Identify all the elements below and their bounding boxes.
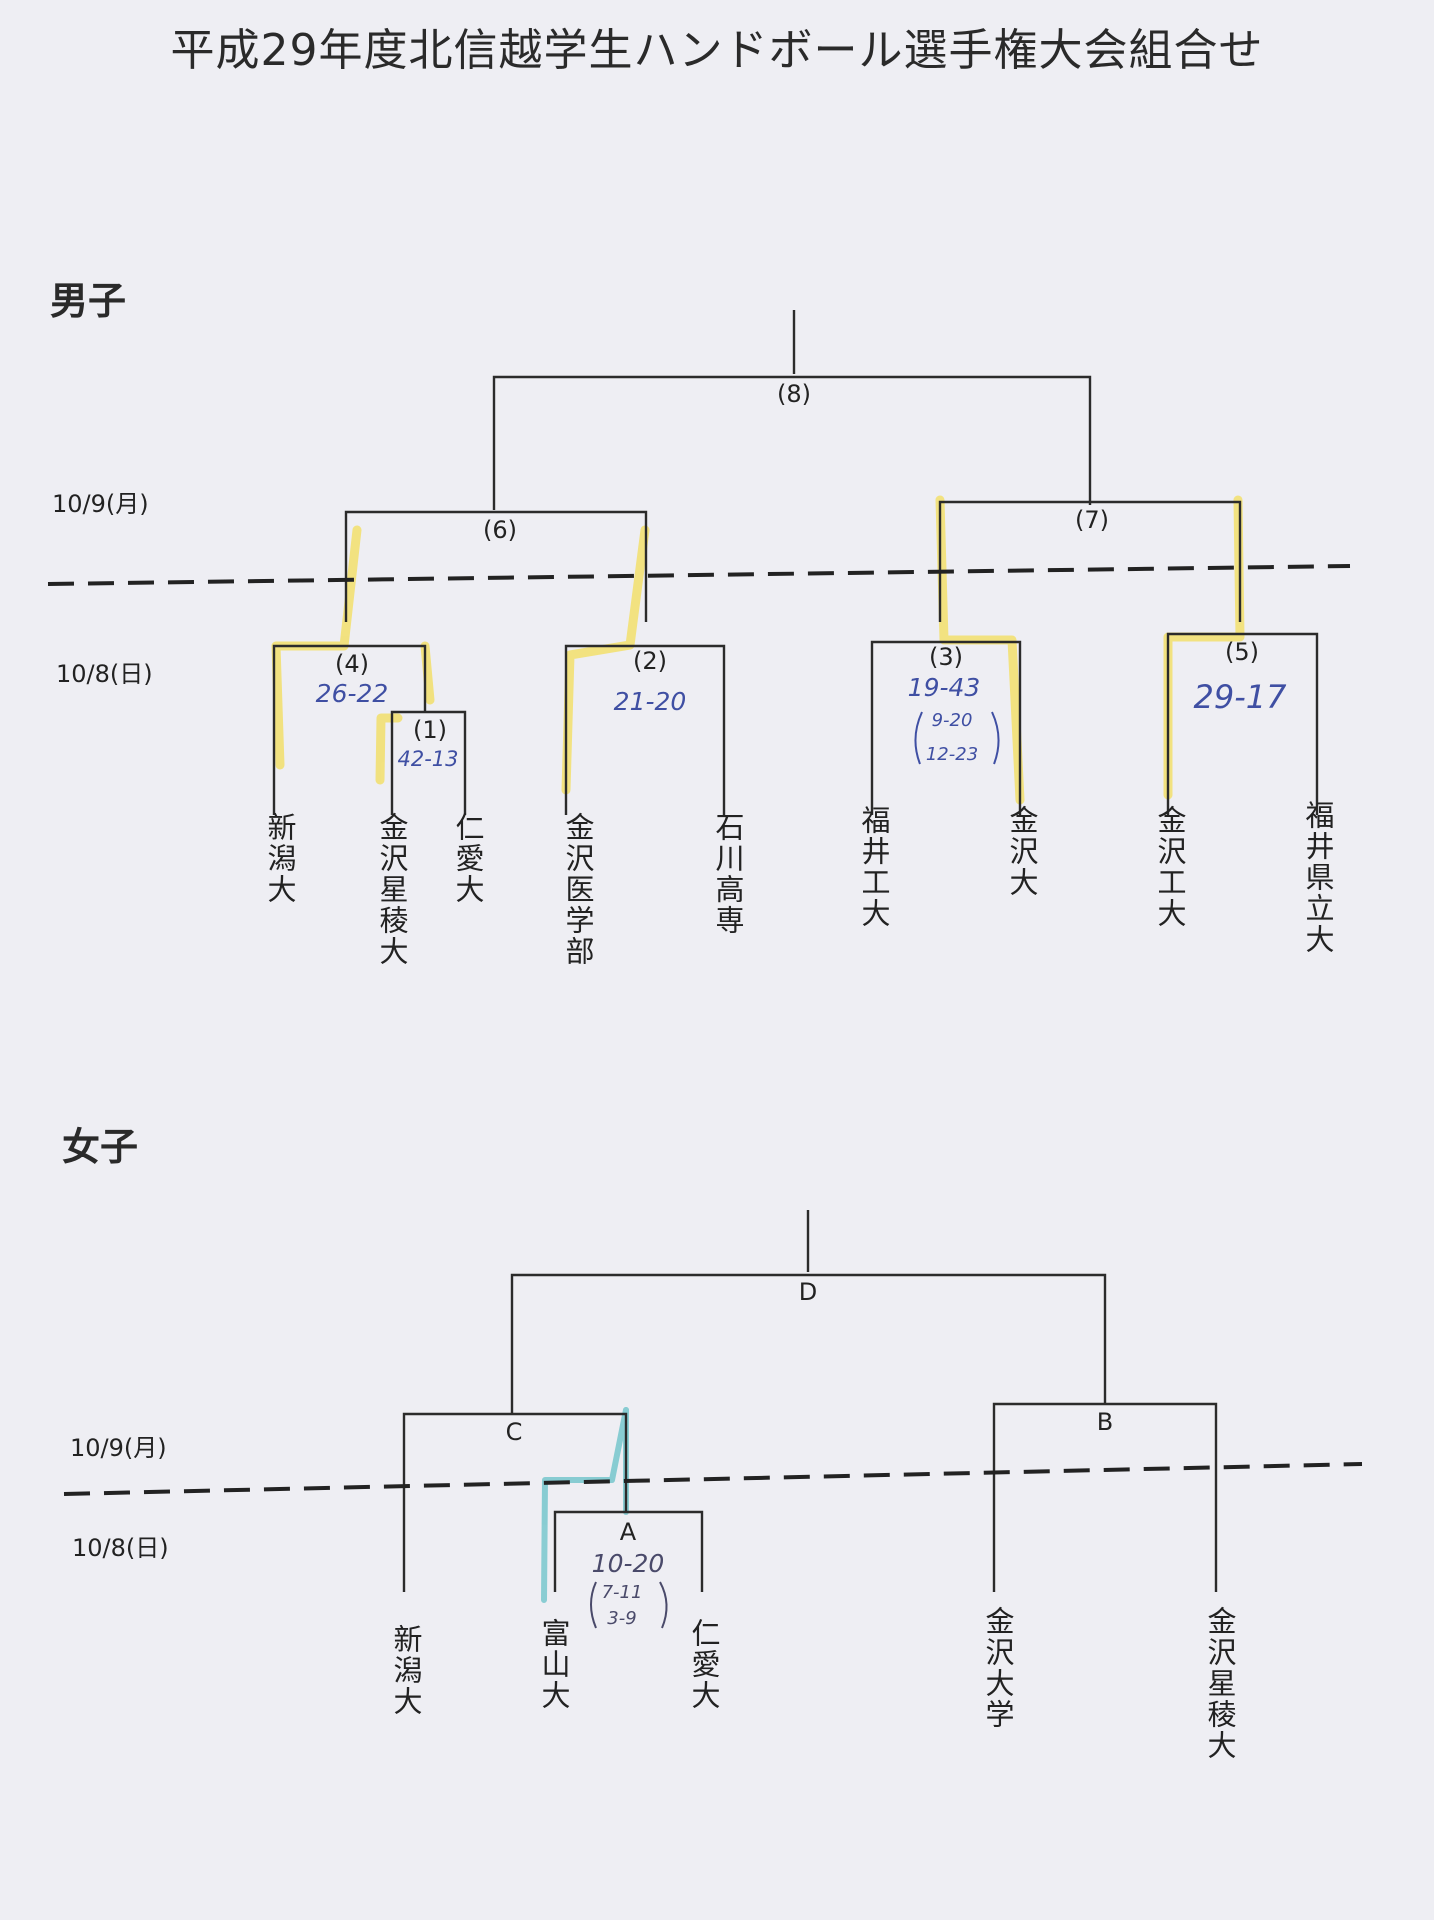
match-label-m6: (6) <box>483 516 517 544</box>
men-team-kanazawa-seiryo: 金沢星稜大 <box>375 812 409 967</box>
women-section-label: 女子 <box>62 1125 139 1169</box>
men-team-kanazawa-med: 金沢医学部 <box>561 812 595 967</box>
hl-m2-left <box>561 525 650 795</box>
men-bracket-lines <box>272 310 1319 815</box>
score-m3-half1: 9-20 <box>932 710 973 731</box>
women-day-divider <box>63 1462 1363 1496</box>
women-date-day2: 10/9(月) <box>70 1434 167 1462</box>
men-section-label: 男子 <box>50 279 127 323</box>
men-team-ishikawa-kosen: 石川高専 <box>711 812 745 936</box>
men-date-day2: 10/9(月) <box>52 490 149 518</box>
match-label-wA: A <box>620 1518 637 1546</box>
match-label-wD: D <box>799 1278 817 1306</box>
match-label-m3: (3) <box>929 643 963 671</box>
match-label-m8: (8) <box>777 380 811 408</box>
men-team-jin-ai: 仁愛大 <box>451 812 485 905</box>
men-team-fukui-pref: 福井県立大 <box>1301 800 1335 955</box>
match-label-m1: (1) <box>413 716 447 744</box>
match-label-m2: (2) <box>633 647 667 675</box>
women-date-day1: 10/8(日) <box>72 1534 169 1562</box>
women-team-niigata: 新潟大 <box>389 1624 423 1717</box>
men-date-day1: 10/8(日) <box>56 660 153 688</box>
women-team-jin-ai: 仁愛大 <box>687 1618 721 1711</box>
men-day-divider <box>47 564 1351 586</box>
score-wA-half2: 3-9 <box>607 1608 636 1629</box>
score-wA: 10-20 <box>592 1549 665 1578</box>
hl-m1-left <box>375 713 403 785</box>
women-match-labels: D C B A <box>506 1278 1114 1546</box>
score-m1: 42-13 <box>397 747 458 771</box>
match-label-wB: B <box>1097 1408 1113 1436</box>
score-m2: 21-20 <box>614 687 687 716</box>
men-team-kanazawa: 金沢大 <box>1005 805 1039 898</box>
women-team-toyama: 富山大 <box>537 1618 571 1711</box>
men-score-brackets <box>914 711 1000 765</box>
women-bracket-lines <box>402 1210 1218 1592</box>
hl-wA <box>541 1407 629 1603</box>
men-scores: 26-22 42-13 21-20 19-43 9-20 12-23 29-17 <box>316 673 1287 771</box>
women-team-kanazawa-seiryo: 金沢星稜大 <box>1203 1606 1237 1761</box>
women-scores: 10-20 7-11 3-9 <box>592 1549 665 1629</box>
page-title: 平成29年度北信越学生ハンドボール選手権大会組合せ <box>170 25 1264 76</box>
score-m5: 29-17 <box>1194 678 1288 716</box>
score-wA-half1: 7-11 <box>602 1582 643 1603</box>
match-label-m4: (4) <box>335 650 369 678</box>
women-score-brackets <box>590 1581 668 1629</box>
men-team-niigata: 新潟大 <box>263 812 297 905</box>
match-label-m5: (5) <box>1225 638 1259 666</box>
match-label-wC: C <box>506 1418 523 1446</box>
score-m3-half2: 12-23 <box>926 744 978 765</box>
men-match-labels: (8) (6) (7) (4) (1) (2) (3) (5) <box>335 380 1259 744</box>
match-label-m7: (7) <box>1075 506 1109 534</box>
score-m3: 19-43 <box>908 673 981 702</box>
men-team-fukui-tech: 福井工大 <box>857 805 891 929</box>
men-team-kanazawa-tech: 金沢工大 <box>1153 805 1187 929</box>
score-m4: 26-22 <box>316 679 389 708</box>
women-team-kanazawa-univ: 金沢大学 <box>981 1606 1015 1730</box>
